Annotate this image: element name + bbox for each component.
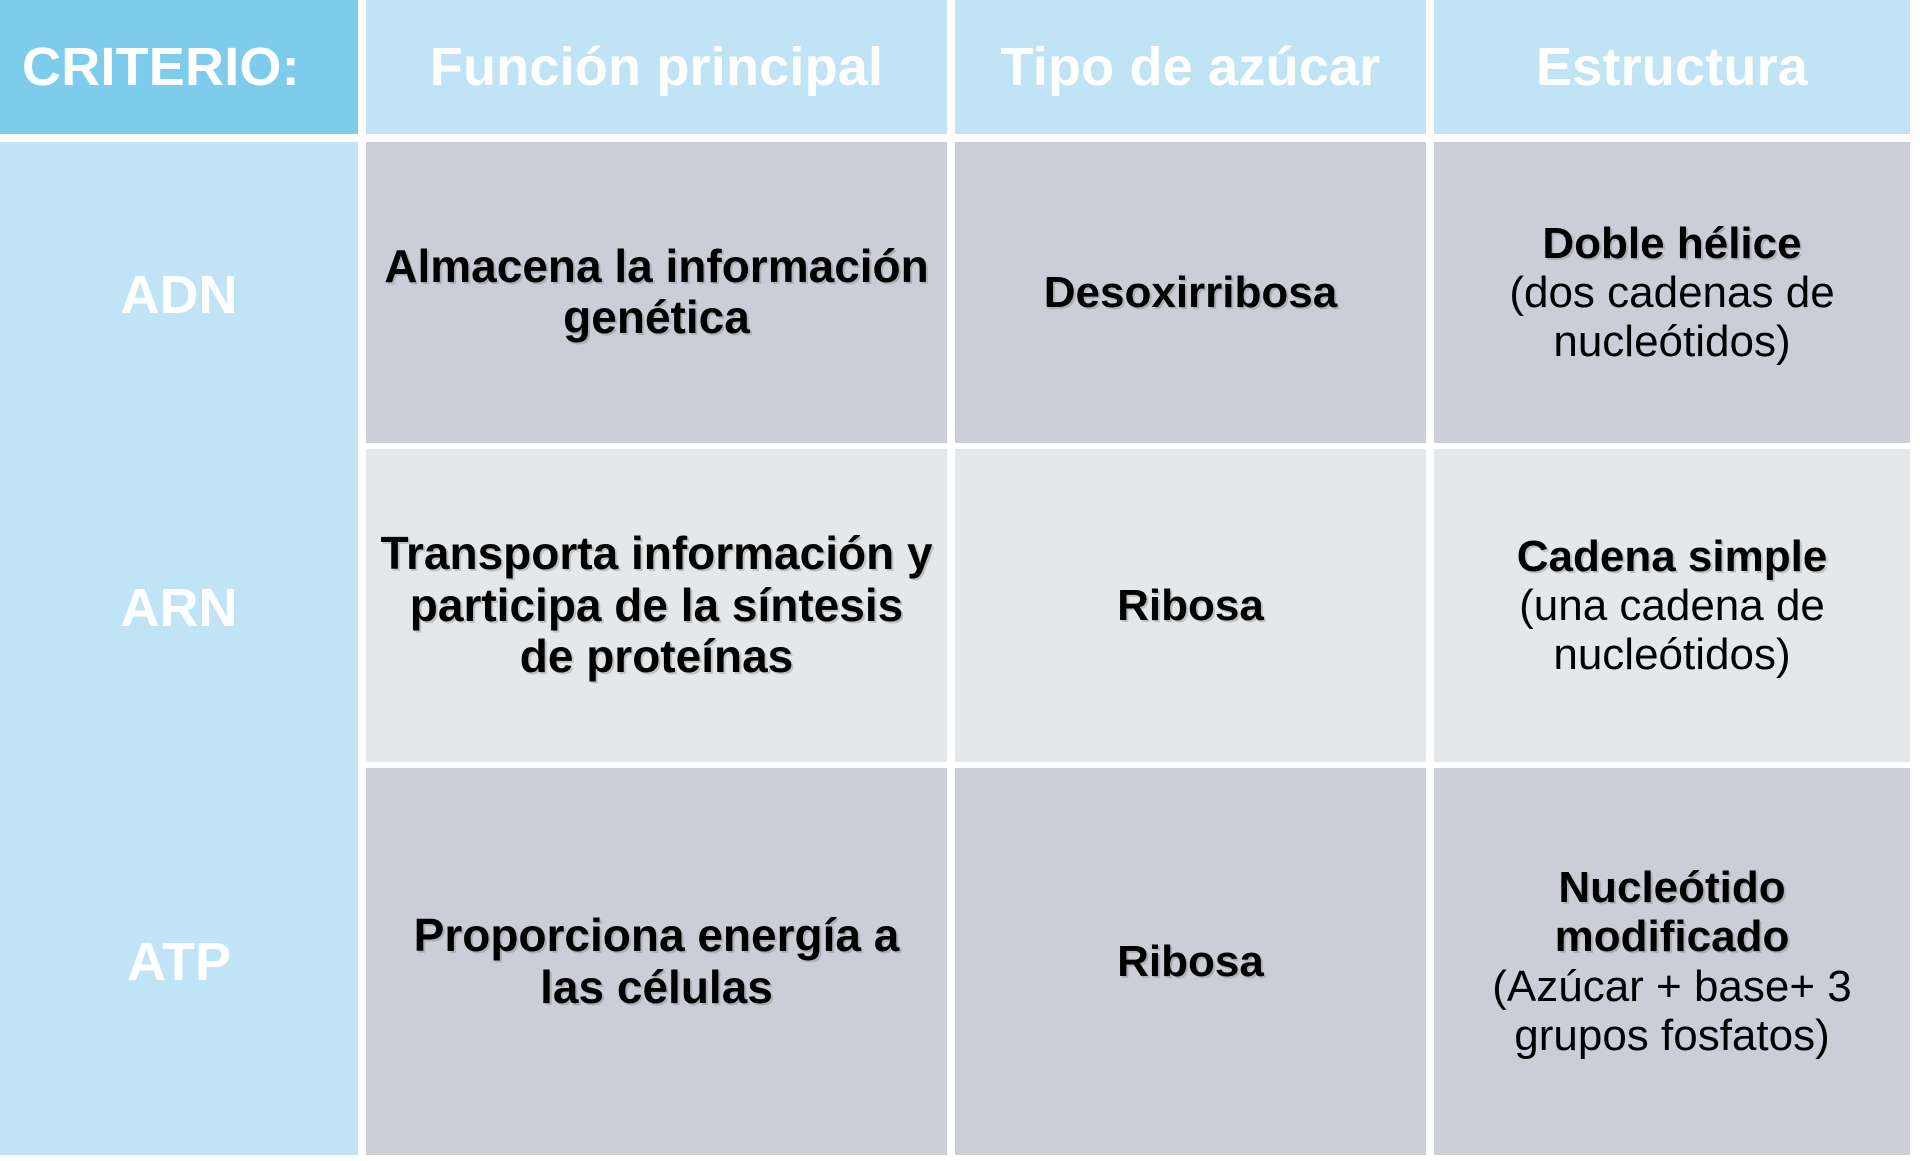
cell-atp-azucar: Ribosa (955, 768, 1434, 1155)
cell-atp-estructura: Nucleótido modificado (Azúcar + base+ 3 … (1434, 768, 1910, 1155)
cell-arn-azucar-text: Ribosa (1117, 580, 1264, 630)
cell-adn-estructura: Doble hélice (dos cadenas de nucleótidos… (1434, 142, 1910, 449)
cell-arn-estructura: Cadena simple (una cadena de nucleótidos… (1434, 448, 1910, 769)
cell-atp-estructura-sub: (Azúcar + base+ 3 grupos fosfatos) (1492, 961, 1852, 1060)
cell-arn-azucar: Ribosa (955, 448, 1434, 769)
cell-adn-estructura-sub: (dos cadenas de nucleótidos) (1509, 267, 1835, 367)
row-label-arn: ARN (0, 448, 366, 769)
column-header-criterio: CRITERIO: (0, 0, 366, 142)
cell-arn-funcion-text: Transporta información y participa de la… (380, 527, 933, 683)
column-header-funcion-principal: Función principal (366, 0, 955, 142)
column-header-tipo-de-azucar: Tipo de azúcar (955, 0, 1434, 142)
cell-adn-estructura-main: Doble hélice (1542, 218, 1802, 268)
cell-arn-estructura-main: Cadena simple (1516, 531, 1828, 581)
table-header: CRITERIO: Función principal Tipo de azúc… (0, 0, 1910, 142)
table-body: ADN Almacena la información genética Des… (0, 142, 1910, 1155)
table-row-adn: ADN Almacena la información genética Des… (0, 142, 1910, 449)
table-row-arn: ARN Transporta información y participa d… (0, 448, 1910, 769)
cell-atp-funcion: Proporciona energía a las células (366, 768, 955, 1155)
cell-atp-funcion-text: Proporciona energía a las células (413, 909, 900, 1013)
cell-arn-funcion: Transporta información y participa de la… (366, 448, 955, 769)
row-label-adn: ADN (0, 142, 366, 449)
cell-adn-azucar: Desoxirribosa (955, 142, 1434, 449)
table-row-atp: ATP Proporciona energía a las células Ri… (0, 768, 1910, 1155)
column-header-estructura: Estructura (1434, 0, 1910, 142)
cell-atp-estructura-main: Nucleótido modificado (1554, 863, 1790, 962)
header-row: CRITERIO: Función principal Tipo de azúc… (0, 0, 1910, 142)
cell-adn-funcion: Almacena la información genética (366, 142, 955, 449)
cell-adn-azucar-text: Desoxirribosa (1043, 267, 1338, 317)
cell-adn-funcion-text: Almacena la información genética (384, 239, 929, 344)
cell-atp-azucar-text: Ribosa (1117, 936, 1264, 986)
cell-arn-estructura-sub: (una cadena de nucleótidos) (1519, 580, 1825, 680)
row-label-atp: ATP (0, 768, 366, 1155)
